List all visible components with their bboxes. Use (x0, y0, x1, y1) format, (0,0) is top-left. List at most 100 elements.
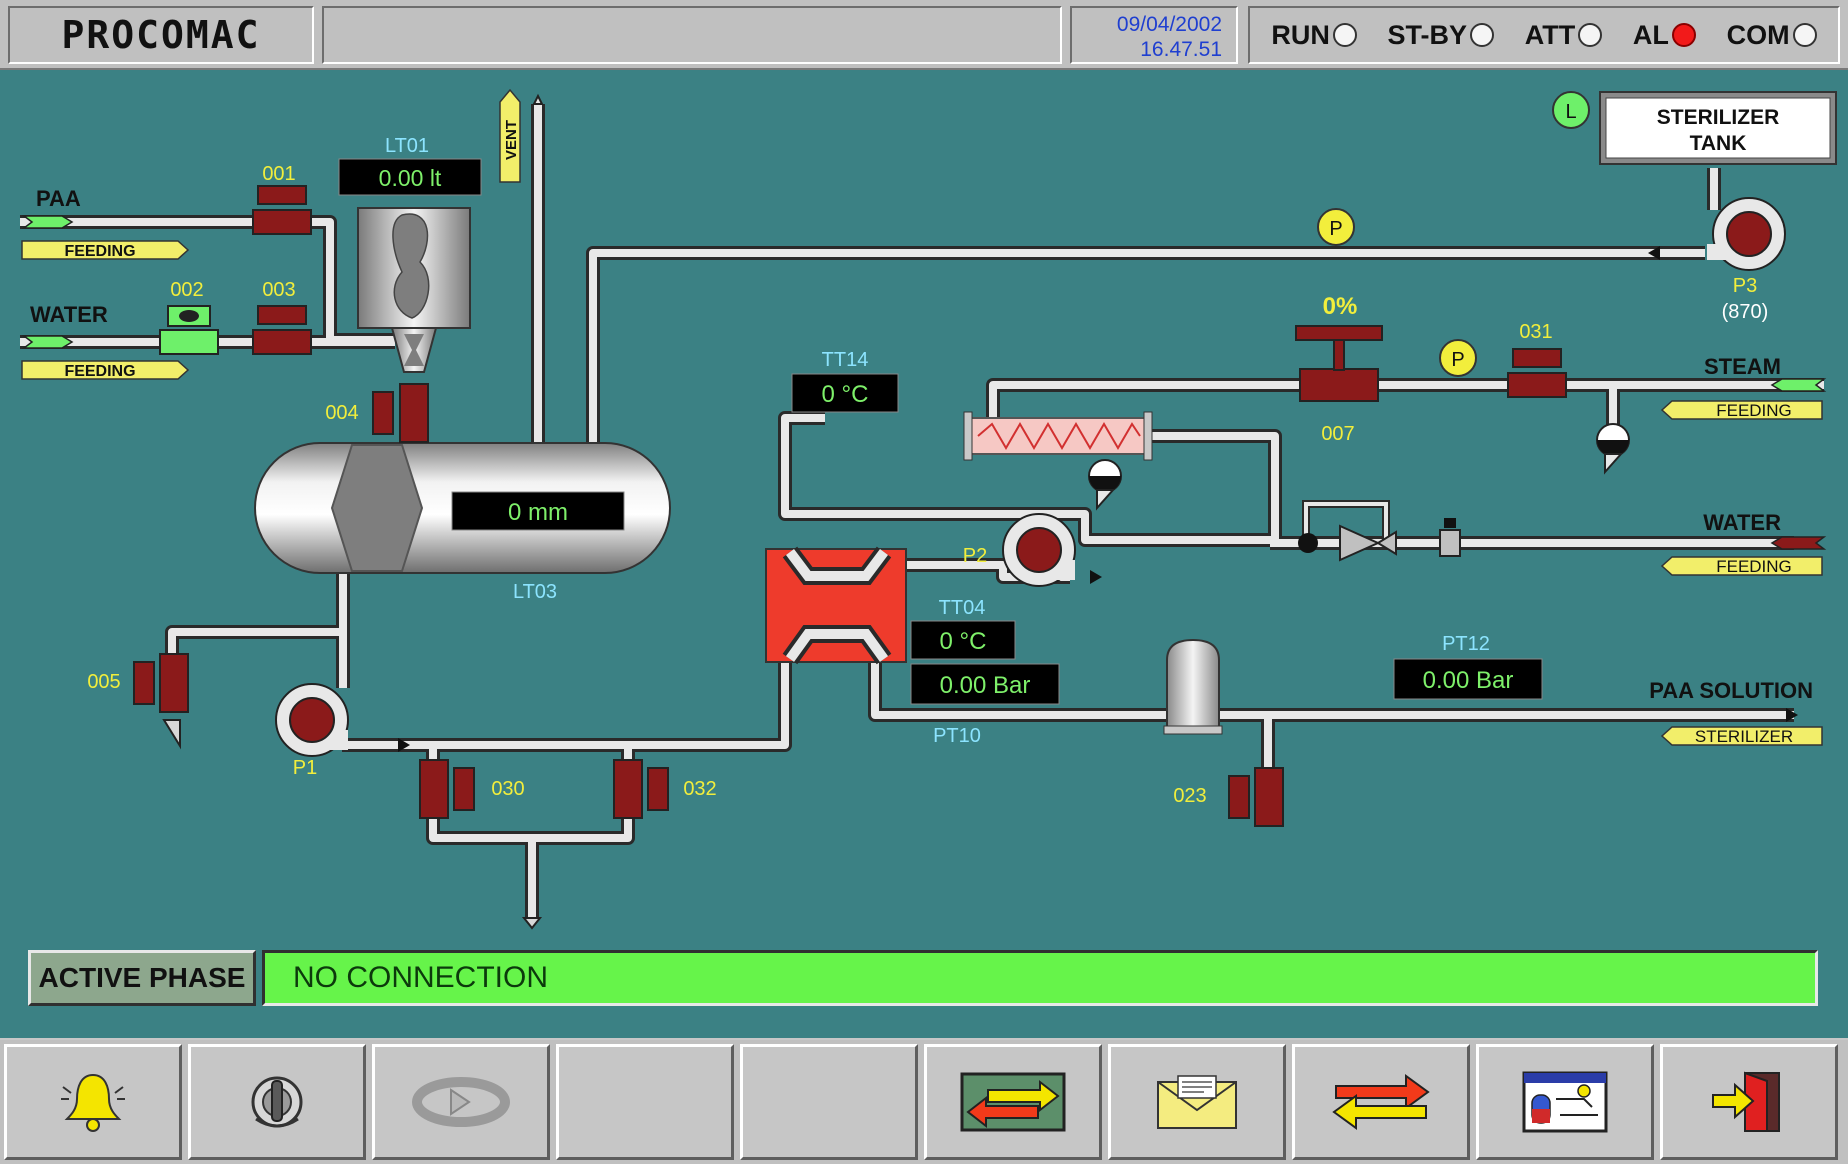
pressure-switch-icon: P (1439, 339, 1477, 377)
swap-screen-button[interactable] (924, 1044, 1102, 1160)
valve-032[interactable]: 032 (613, 759, 717, 819)
status-label: RUN (1271, 19, 1330, 50)
valve-030[interactable]: 030 (419, 759, 525, 819)
tt04-value: 0 °C (940, 628, 987, 655)
cycle-button[interactable] (372, 1044, 550, 1160)
lt01-readout (338, 158, 482, 196)
pt10-tag: PT10 (933, 725, 981, 747)
status-run-lamp-icon (1332, 23, 1357, 47)
steam-heater (963, 411, 1153, 461)
transfer-arrows-icon (1332, 1074, 1430, 1130)
water-right-label: WATER (1703, 510, 1781, 535)
manual-operator-icon (251, 1076, 303, 1128)
valve-023[interactable]: 023 (1173, 767, 1284, 827)
lt03-main-tank: 0 mm LT03 (254, 442, 671, 603)
status-label: AL (1632, 19, 1669, 50)
lt01-value: 0.00 lt (379, 165, 442, 191)
sterilizer-line1: STERILIZER (1657, 106, 1780, 129)
check-valve-assembly (1298, 500, 1461, 562)
badge-text: P (1329, 218, 1342, 240)
empty-slot-button[interactable] (556, 1044, 734, 1160)
valve-label: 003 (262, 279, 295, 301)
lt01-dosing-hopper: 0.00 lt LT01 (338, 135, 482, 373)
water-inlet-arrow (21, 335, 74, 349)
feeding-text: FEEDING (1716, 557, 1792, 576)
steam-label: STEAM (1704, 354, 1781, 379)
valve-003[interactable]: 003 (252, 279, 312, 355)
plate-heat-exchanger (765, 546, 907, 665)
feeding-text: FEEDING (64, 363, 135, 380)
pt12-display: PT12 0.00 Bar (1393, 633, 1543, 700)
status-label: COM (1726, 19, 1790, 50)
control-valve-007[interactable]: 0% 007 (1295, 293, 1383, 445)
phase-value-text: NO CONNECTION (293, 961, 548, 994)
title-field (322, 6, 1062, 64)
feeding-tag-paa: FEEDING (21, 240, 190, 260)
pt10-display: 0.00 Bar PT10 (910, 663, 1060, 747)
manual-mode-button[interactable] (188, 1044, 366, 1160)
status-standby: ST-BY (1388, 20, 1495, 51)
badge-text: P (1451, 349, 1464, 371)
level-lamp-text: L (1565, 101, 1576, 123)
paa-label: PAA (36, 186, 81, 211)
lt03-tag: LT03 (513, 581, 557, 603)
tt14-display: TT14 0 °C (791, 349, 899, 413)
pump-p1: P1 (275, 683, 349, 779)
steam-trap-icon (1596, 423, 1630, 475)
feeding-text: FEEDING (1716, 401, 1792, 420)
valve-label: 030 (491, 778, 524, 800)
feeding-tag-water: FEEDING (21, 360, 190, 380)
feeding-text: FEEDING (64, 243, 135, 260)
status-att: ATT (1525, 20, 1603, 51)
function-toolbar (0, 1040, 1848, 1164)
valve-label: 031 (1519, 321, 1552, 343)
valve-005[interactable]: 005 (87, 653, 189, 713)
status-com: COM (1727, 20, 1817, 51)
alarm-button[interactable] (4, 1044, 182, 1160)
p1-label: P1 (293, 757, 317, 779)
swap-screen-icon (960, 1072, 1066, 1132)
time-text: 16.47.51 (1140, 38, 1222, 61)
active-phase-label: ACTIVE PHASE (28, 950, 256, 1006)
valve-label: 023 (1173, 785, 1206, 807)
valve-031[interactable]: 031 (1507, 321, 1567, 398)
paa-solution-label: PAA SOLUTION (1649, 678, 1813, 703)
valve-label: 002 (170, 279, 203, 301)
valve-label: 001 (262, 163, 295, 185)
separator-vessel (1163, 638, 1223, 735)
pipe-drain-tip (162, 719, 181, 750)
valve-label: 032 (683, 778, 716, 800)
header-bar: PROCOMAC 09/04/2002 16.47.51 RUN ST-BY A… (0, 0, 1848, 70)
sterilizer-tank: STERILIZER TANK L (1552, 91, 1837, 165)
level-lamp-icon (1552, 91, 1590, 129)
logo-text: PROCOMAC (61, 13, 261, 57)
water-label: WATER (30, 302, 108, 327)
status-label: ST-BY (1387, 19, 1468, 50)
empty-slot-button[interactable] (740, 1044, 918, 1160)
valve-label: 007 (1321, 423, 1354, 445)
pt12-tag: PT12 (1442, 633, 1490, 655)
feeding-text: STERILIZER (1695, 727, 1793, 746)
steam-trap-icon (1088, 459, 1122, 511)
transfer-button[interactable] (1292, 1044, 1470, 1160)
water-right-inlet-arrow (1770, 536, 1827, 550)
alarm-bell-icon (61, 1073, 125, 1132)
active-phase-bar: ACTIVE PHASE NO CONNECTION (0, 940, 1848, 1038)
message-envelope-icon (1157, 1075, 1237, 1129)
exit-button[interactable] (1660, 1044, 1838, 1160)
messages-button[interactable] (1108, 1044, 1286, 1160)
pt12-value: 0.00 Bar (1423, 667, 1514, 694)
p3-speed: (870) (1722, 301, 1769, 323)
machine-status-bar: RUN ST-BY ATT AL COM (1248, 6, 1840, 64)
vent-tag: VENT (499, 88, 521, 183)
valve-002-flowmeter[interactable]: 002 (159, 279, 219, 355)
pipe-drain-tip (521, 917, 543, 930)
status-run: RUN (1271, 20, 1357, 51)
synoptic-screen-icon (1522, 1071, 1608, 1133)
pt10-value: 0.00 Bar (940, 672, 1031, 699)
lt03-value: 0 mm (508, 499, 568, 526)
valve-001[interactable]: 001 (252, 163, 312, 235)
synoptic-button[interactable] (1476, 1044, 1654, 1160)
valve-004[interactable]: 004 (325, 383, 429, 443)
tt04-tag: TT04 (939, 597, 986, 619)
